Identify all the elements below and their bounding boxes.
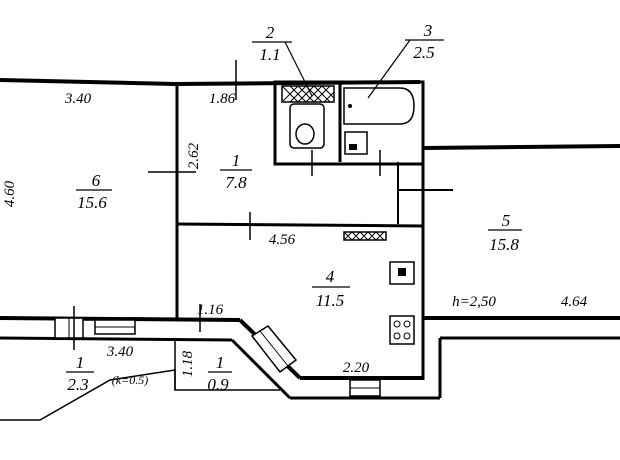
ceiling-height: h=2,50	[452, 294, 496, 310]
toilet-icon	[289, 103, 325, 149]
room-4-area: 11.5	[316, 291, 345, 310]
toilet-bowl-icon	[295, 123, 315, 145]
dim-kitchen-bottom: 2.20	[343, 360, 370, 376]
drain-icon	[348, 104, 352, 108]
bathtub-icon	[343, 87, 415, 125]
room-3-area: 2.5	[413, 43, 434, 62]
room-6-number: 6	[92, 171, 101, 190]
dim-left-side: 4.60	[2, 180, 18, 207]
balcony-area: 0.9	[207, 375, 229, 394]
stove-icon	[389, 315, 415, 345]
kitchen-tap-icon	[398, 268, 406, 276]
room-1-number: 1	[232, 151, 241, 170]
room-3-number: 3	[423, 21, 433, 40]
vent-hatch	[281, 85, 335, 103]
dimension-labels: 3.40 1.86 2.62 4.60 4.56 1.16 3.40 (k=0.…	[2, 91, 588, 387]
vent-shaft	[281, 85, 335, 103]
kitchen-sink-icon	[389, 261, 415, 285]
loggia-area: 2.3	[67, 375, 88, 394]
wall	[422, 144, 620, 150]
fixtures	[281, 85, 415, 345]
radiator-hatch	[343, 231, 385, 241]
leaders	[66, 39, 444, 373]
dim-top-left: 3.40	[64, 91, 92, 107]
dim-hall-top: 1.86	[209, 91, 236, 107]
dim-kitchen-left: 1.16	[197, 302, 224, 318]
windows	[54, 317, 381, 397]
room-6-area: 15.6	[77, 193, 107, 212]
balcony-number: 1	[216, 353, 225, 372]
wall	[0, 336, 233, 342]
dim-room5-width: 4.64	[561, 294, 588, 310]
sink-icon	[344, 131, 368, 155]
burner-icon	[403, 332, 411, 340]
burner-icon	[393, 332, 401, 340]
wall	[0, 78, 176, 86]
burner-icon	[393, 320, 401, 328]
radiator-icon	[343, 231, 387, 241]
room-2-number: 2	[266, 23, 275, 42]
room-5-area: 15.8	[489, 235, 519, 254]
room-2-area: 1.1	[259, 45, 280, 64]
loggia-coefficient: (k=0.5)	[112, 373, 148, 387]
room-labels: 2 1.1 3 2.5 6 15.6 1 7.8 5 15.8 4 11.5 1…	[67, 21, 522, 394]
dim-balcony-side: 1.18	[180, 350, 196, 377]
loggia-outline	[0, 369, 280, 421]
sink-tap-icon	[349, 144, 357, 150]
wall	[176, 222, 424, 228]
loggia-number: 1	[76, 353, 85, 372]
leader-2	[284, 41, 313, 97]
dim-loggia-length: 3.40	[106, 344, 134, 360]
room-5-number: 5	[502, 211, 511, 230]
room-4-number: 4	[326, 267, 335, 286]
dim-hall-side: 2.62	[186, 142, 202, 169]
wall	[230, 338, 292, 400]
dim-kitchen-top: 4.56	[269, 232, 296, 248]
room-1-area: 7.8	[225, 173, 247, 192]
walls	[0, 78, 620, 421]
burner-icon	[403, 320, 411, 328]
leader-3	[367, 39, 411, 99]
window-mullion	[259, 330, 289, 367]
